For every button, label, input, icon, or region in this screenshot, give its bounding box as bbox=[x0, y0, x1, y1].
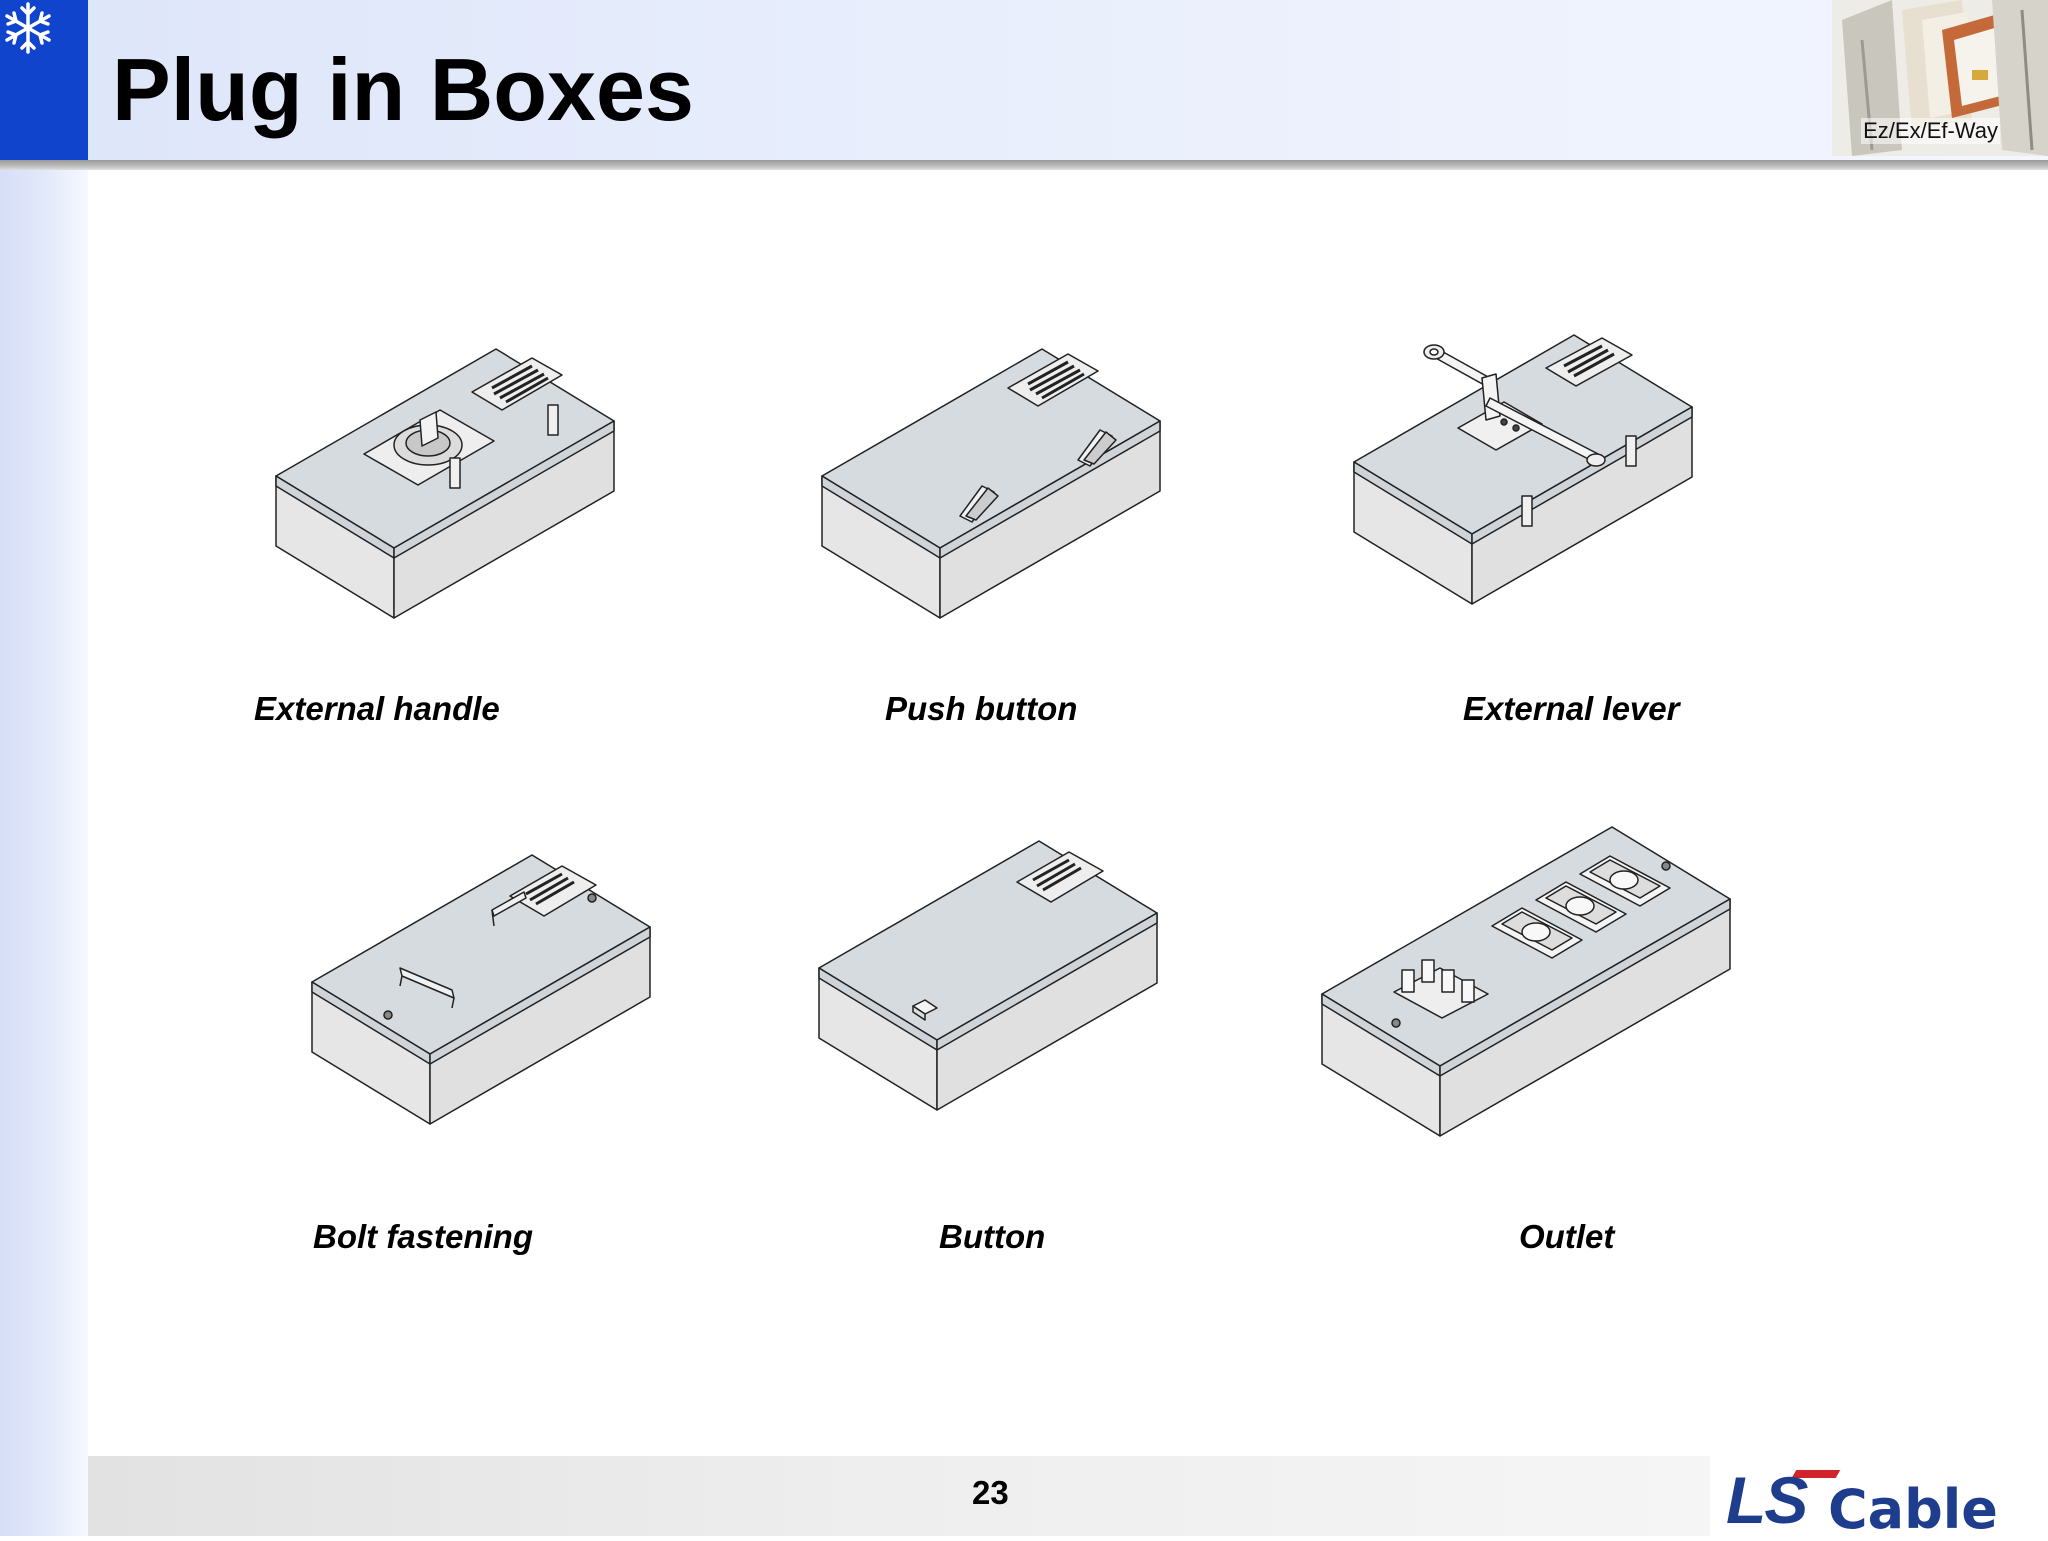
product-line-label: Ez/Ex/Ef-Way bbox=[1861, 118, 2000, 144]
page-number: 23 bbox=[972, 1474, 1009, 1511]
page-title: Plug in Boxes bbox=[112, 40, 694, 139]
plug-in-box-outlet-icon bbox=[1321, 826, 1731, 1137]
header-divider bbox=[0, 160, 2048, 170]
caption-external-lever: External lever bbox=[1463, 690, 1680, 727]
plug-in-box-external-lever-icon bbox=[1353, 334, 1693, 605]
snowflake-icon bbox=[5, 2, 51, 54]
plug-in-box-button-icon bbox=[818, 840, 1158, 1111]
caption-button: Button bbox=[939, 1218, 1046, 1255]
left-gradient-band bbox=[0, 0, 88, 1536]
brand-ls-text: LS bbox=[1726, 1463, 1808, 1537]
slide-header: Plug in Boxes Ez/Ex/Ef-Way bbox=[0, 0, 2048, 160]
brand-cable-text: Cable bbox=[1828, 1478, 1998, 1541]
caption-external-handle: External handle bbox=[254, 690, 500, 727]
plug-in-box-external-handle-icon bbox=[275, 348, 615, 619]
caption-push-button: Push button bbox=[885, 690, 1078, 727]
plug-in-box-push-button-icon bbox=[821, 348, 1161, 619]
snowflake-logo bbox=[0, 0, 88, 160]
busway-photo-icon bbox=[1832, 0, 2048, 156]
busway-product-photo: Ez/Ex/Ef-Way bbox=[1832, 0, 2048, 156]
ls-cable-logo: LS Cable bbox=[1710, 1456, 2048, 1541]
plug-in-box-bolt-fastening-icon bbox=[311, 854, 651, 1125]
caption-bolt-fastening: Bolt fastening bbox=[313, 1218, 533, 1255]
caption-outlet: Outlet bbox=[1519, 1218, 1615, 1255]
